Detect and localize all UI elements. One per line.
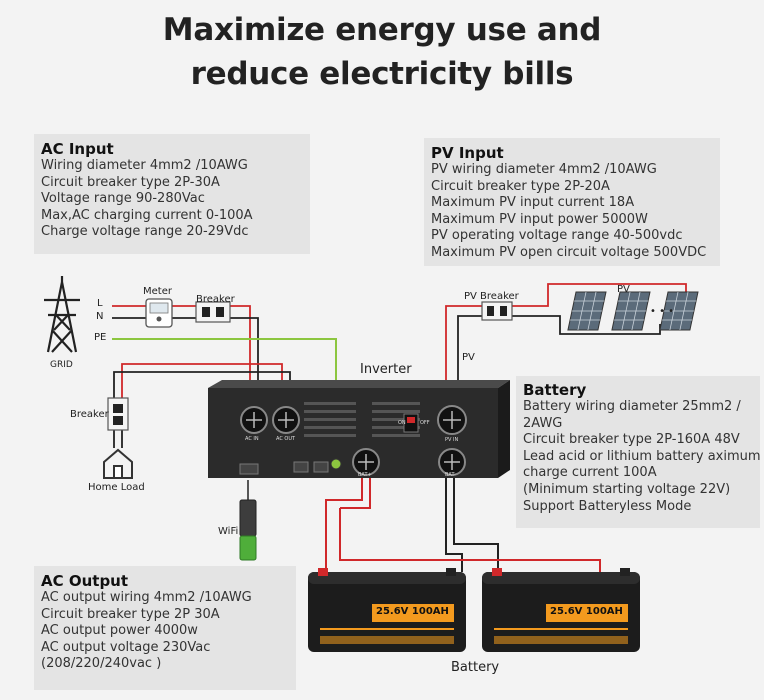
pv-input-line: Maximum PV input power 5000W — [431, 211, 648, 227]
battery-pack-1-icon — [308, 568, 466, 652]
ac-output-line: AC output voltage 230Vac — [41, 639, 211, 655]
battery-line: charge current 100A — [523, 465, 657, 481]
grid-pylon-icon — [44, 276, 80, 353]
ac-output-line: AC output wiring 4mm2 /10AWG — [41, 590, 252, 605]
battery-line: 2AWG — [523, 415, 563, 431]
home-load-label: Home Load — [88, 482, 145, 493]
bat-plus-label: BAT+ — [358, 472, 372, 478]
pv-breaker-icon — [481, 301, 513, 321]
ac-output-heading: AC Output — [41, 572, 129, 590]
live-label: L — [97, 298, 103, 309]
headline-line-1: Maximize energy use and — [162, 12, 602, 48]
ac-input-line: Max,AC charging current 0-100A — [41, 207, 253, 223]
usb-port-icon — [239, 463, 259, 475]
pv-in-terminal-icon — [437, 405, 467, 435]
ac-out-terminal-icon — [272, 406, 300, 434]
battery-line: Support Batteryless Mode — [523, 498, 692, 514]
neutral-label: N — [96, 311, 104, 322]
ac-input-line: Wiring diameter 4mm2 /10AWG — [41, 158, 248, 173]
inverter-unit — [208, 380, 510, 478]
ground-terminal-icon — [330, 458, 342, 470]
pv-input-line: Circuit breaker type 2P-20A — [431, 178, 610, 194]
meter-label: Meter — [143, 286, 172, 297]
pv-in-label: PV IN — [445, 437, 459, 443]
load-breaker-label: Breaker — [70, 409, 109, 420]
grid-breaker-label: Breaker — [196, 294, 235, 305]
load-breaker-icon — [107, 397, 129, 431]
switch-on-label: ON — [398, 420, 406, 426]
battery-heading: Battery — [523, 381, 587, 399]
battery-line: Lead acid or lithium battery aximum — [523, 448, 761, 464]
ac-input-card: AC Input Wiring diameter 4mm2 /10AWG Cir… — [34, 134, 310, 254]
bat-plus-terminal-icon — [352, 448, 380, 476]
ac-input-line: Circuit breaker type 2P-30A — [41, 174, 220, 190]
pv-input-line: PV wiring diameter 4mm2 /10AWG — [431, 162, 657, 177]
home-load-icon — [103, 448, 133, 479]
ac-in-label: AC IN — [245, 436, 259, 442]
power-switch-icon — [403, 413, 419, 433]
ac-output-card: AC Output AC output wiring 4mm2 /10AWG C… — [34, 566, 296, 690]
battery-card: Battery Battery wiring diameter 25mm2 / … — [516, 376, 761, 528]
ac-in-terminal-icon — [240, 406, 268, 434]
pv-wire-label: PV — [462, 352, 475, 363]
pv-panel-label: PV — [617, 284, 630, 295]
battery-line: Circuit breaker type 2P-160A 48V — [523, 432, 740, 448]
grid-breaker-icon — [195, 301, 231, 323]
bat-minus-terminal-icon — [438, 448, 466, 476]
wifi-dongle-icon — [239, 480, 257, 561]
meter-icon — [145, 298, 173, 328]
headline: Maximize energy use and reduce electrici… — [0, 8, 764, 96]
switch-off-label: OFF — [420, 420, 430, 426]
battery-1-voltage: 25.6V 100AH — [376, 606, 449, 617]
headline-line-2: reduce electricity bills — [190, 56, 574, 92]
bat-minus-label: BAT- — [445, 472, 456, 478]
earth-label: PE — [94, 332, 107, 343]
battery-line: Battery wiring diameter 25mm2 / — [523, 399, 741, 414]
ac-input-heading: AC Input — [41, 140, 114, 158]
battery-bank-label: Battery — [451, 660, 500, 675]
pv-breaker-label: PV Breaker — [464, 291, 519, 302]
ac-input-line: Charge voltage range 20-29Vdc — [41, 224, 249, 240]
pv-input-card: PV Input PV wiring diameter 4mm2 /10AWG … — [424, 138, 720, 266]
rs485-port-icon — [313, 461, 329, 473]
battery-2-voltage: 25.6V 100AH — [550, 606, 623, 617]
ac-output-line: (208/220/240vac ) — [41, 656, 162, 672]
pv-panel-icon: • • • — [567, 291, 699, 331]
ac-input-line: Voltage range 90-280Vac — [41, 191, 205, 207]
dry-contact-port-icon — [293, 461, 309, 473]
inverter-label: Inverter — [360, 362, 412, 377]
grid-label: GRID — [50, 360, 73, 370]
ac-output-line: AC output power 4000w — [41, 623, 198, 639]
ac-out-label: AC OUT — [276, 436, 296, 442]
svg-text:• • •: • • • — [650, 306, 674, 317]
battery-pack-2-icon — [482, 568, 640, 652]
pv-input-line: PV operating voltage range 40-500vdc — [431, 228, 683, 244]
ac-output-line: Circuit breaker type 2P 30A — [41, 606, 220, 622]
pv-input-line: Maximum PV input current 18A — [431, 195, 635, 211]
pv-input-heading: PV Input — [431, 144, 504, 162]
pv-input-line: Maximum PV open circuit voltage 500VDC — [431, 244, 707, 260]
wifi-label: WiFi — [218, 526, 239, 537]
battery-line: (Minimum starting voltage 22V) — [523, 481, 731, 497]
